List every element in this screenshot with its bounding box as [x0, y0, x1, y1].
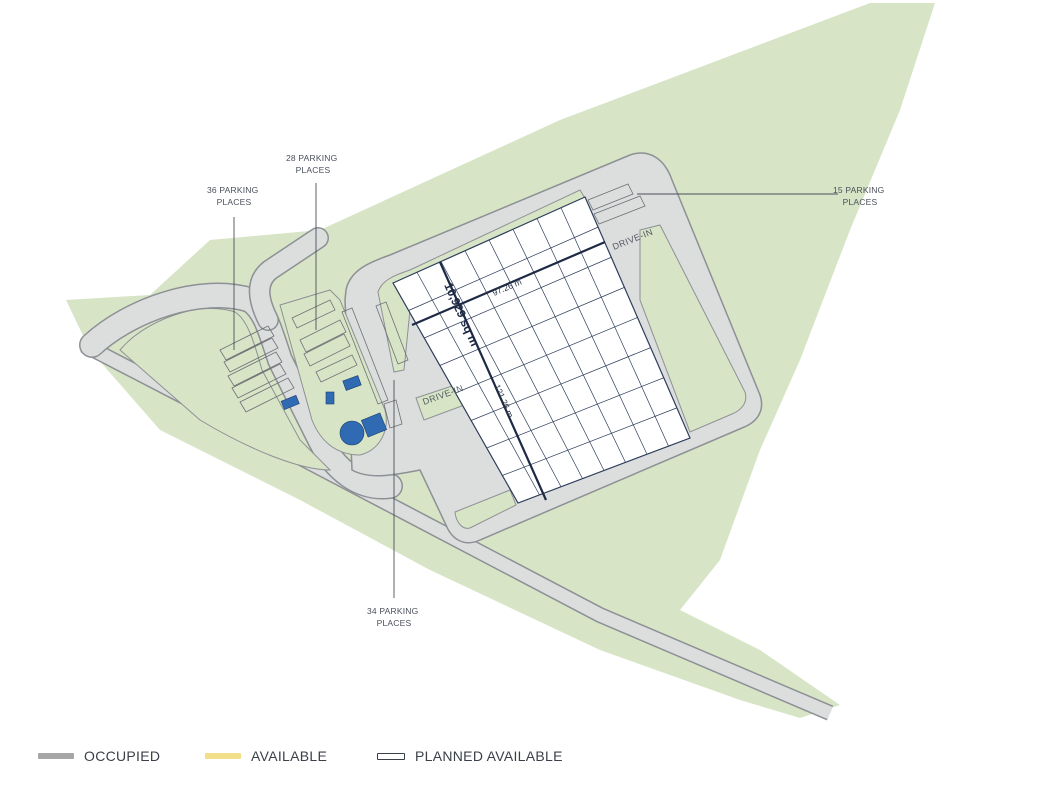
green-island-east: [639, 224, 747, 433]
legend-planned-label: PLANNED AVAILABLE: [415, 748, 563, 764]
bay-line: [424, 256, 612, 339]
callout-28-parking: 28 PARKING PLACES: [286, 153, 340, 175]
depth-dimension-line: [438, 261, 548, 501]
legend-occupied: OCCUPIED: [38, 748, 160, 764]
callout-15-parking: 15 PARKING PLACES: [833, 185, 887, 207]
bay-line: [455, 317, 638, 394]
bay-line: [502, 407, 678, 476]
legend-occupied-label: OCCUPIED: [84, 748, 161, 764]
utility-structures: [280, 375, 388, 446]
parking-15: [587, 183, 646, 225]
bay-line: [408, 226, 599, 311]
map-legend: OCCUPIED AVAILABLE PLANNED AVAILABLE: [38, 748, 638, 768]
legend-available-label: AVAILABLE: [251, 748, 328, 764]
warehouse-building: 10,929 sq m 97.26 m 121.26 m: [392, 196, 691, 504]
green-island-central: [279, 289, 387, 456]
callout-36-parking: 36 PARKING PLACES: [207, 185, 261, 207]
legend-occupied-swatch: [38, 753, 74, 759]
parking-34: [341, 301, 409, 429]
green-island-south: [454, 489, 517, 529]
parking-36: [219, 325, 295, 413]
callout-34-parking: 34 PARKING PLACES: [367, 606, 421, 628]
legend-planned-swatch: [377, 752, 405, 760]
parking-28: [291, 299, 358, 383]
legend-available: AVAILABLE: [205, 748, 327, 764]
width-dimension-line: [411, 240, 606, 327]
bay-line: [470, 347, 651, 421]
legend-planned-available: PLANNED AVAILABLE: [377, 748, 563, 764]
bay-line: [439, 287, 625, 366]
water-tank: [339, 420, 365, 446]
callout-lines: [233, 183, 838, 598]
bay-line: [486, 377, 664, 449]
legend-available-swatch: [205, 753, 241, 759]
